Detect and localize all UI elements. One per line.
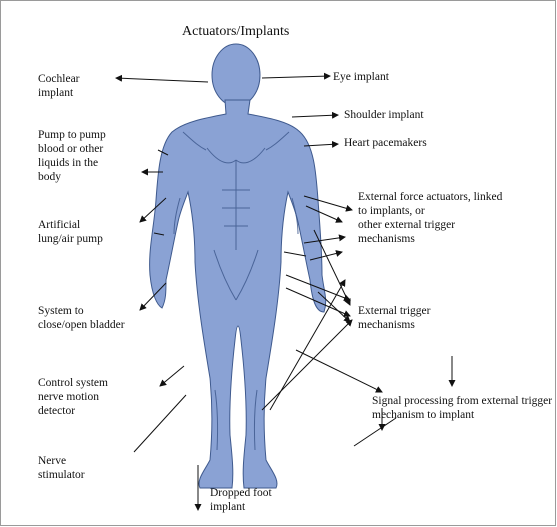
label-control-system: Control system nerve motion detector	[38, 376, 108, 418]
label-cochlear-implant: Cochlear implant	[38, 72, 80, 100]
arrow-control	[160, 366, 184, 386]
human-body-figure	[150, 44, 326, 488]
label-artificial-lung: Artificial lung/air pump	[38, 218, 103, 246]
arrow-eye	[262, 76, 330, 78]
head-shape	[212, 44, 260, 106]
label-pump: Pump to pump blood or other liquids in t…	[38, 128, 106, 184]
arrow-diag-2	[262, 320, 352, 410]
label-nerve-stimulator: Nerve stimulator	[38, 454, 85, 482]
label-bladder-system: System to close/open bladder	[38, 304, 125, 332]
label-dropped-foot: Dropped foot implant	[210, 486, 272, 514]
arrow-cochlear	[116, 78, 208, 82]
label-external-force: External force actuators, linked to impl…	[358, 190, 502, 246]
label-external-trigger: External trigger mechanisms	[358, 304, 430, 332]
line-ext-force-5	[284, 252, 306, 256]
line-nerve	[134, 395, 186, 452]
arrow-signal-in	[296, 350, 382, 392]
label-signal-processing: Signal processing from external trigger …	[372, 394, 552, 422]
diagram-title: Actuators/Implants	[182, 24, 289, 40]
label-eye-implant: Eye implant	[333, 70, 389, 84]
label-heart-pacemakers: Heart pacemakers	[344, 136, 427, 150]
label-shoulder-implant: Shoulder implant	[344, 108, 424, 122]
arrow-shoulder	[292, 115, 338, 117]
line-signal-bottom	[354, 418, 396, 446]
